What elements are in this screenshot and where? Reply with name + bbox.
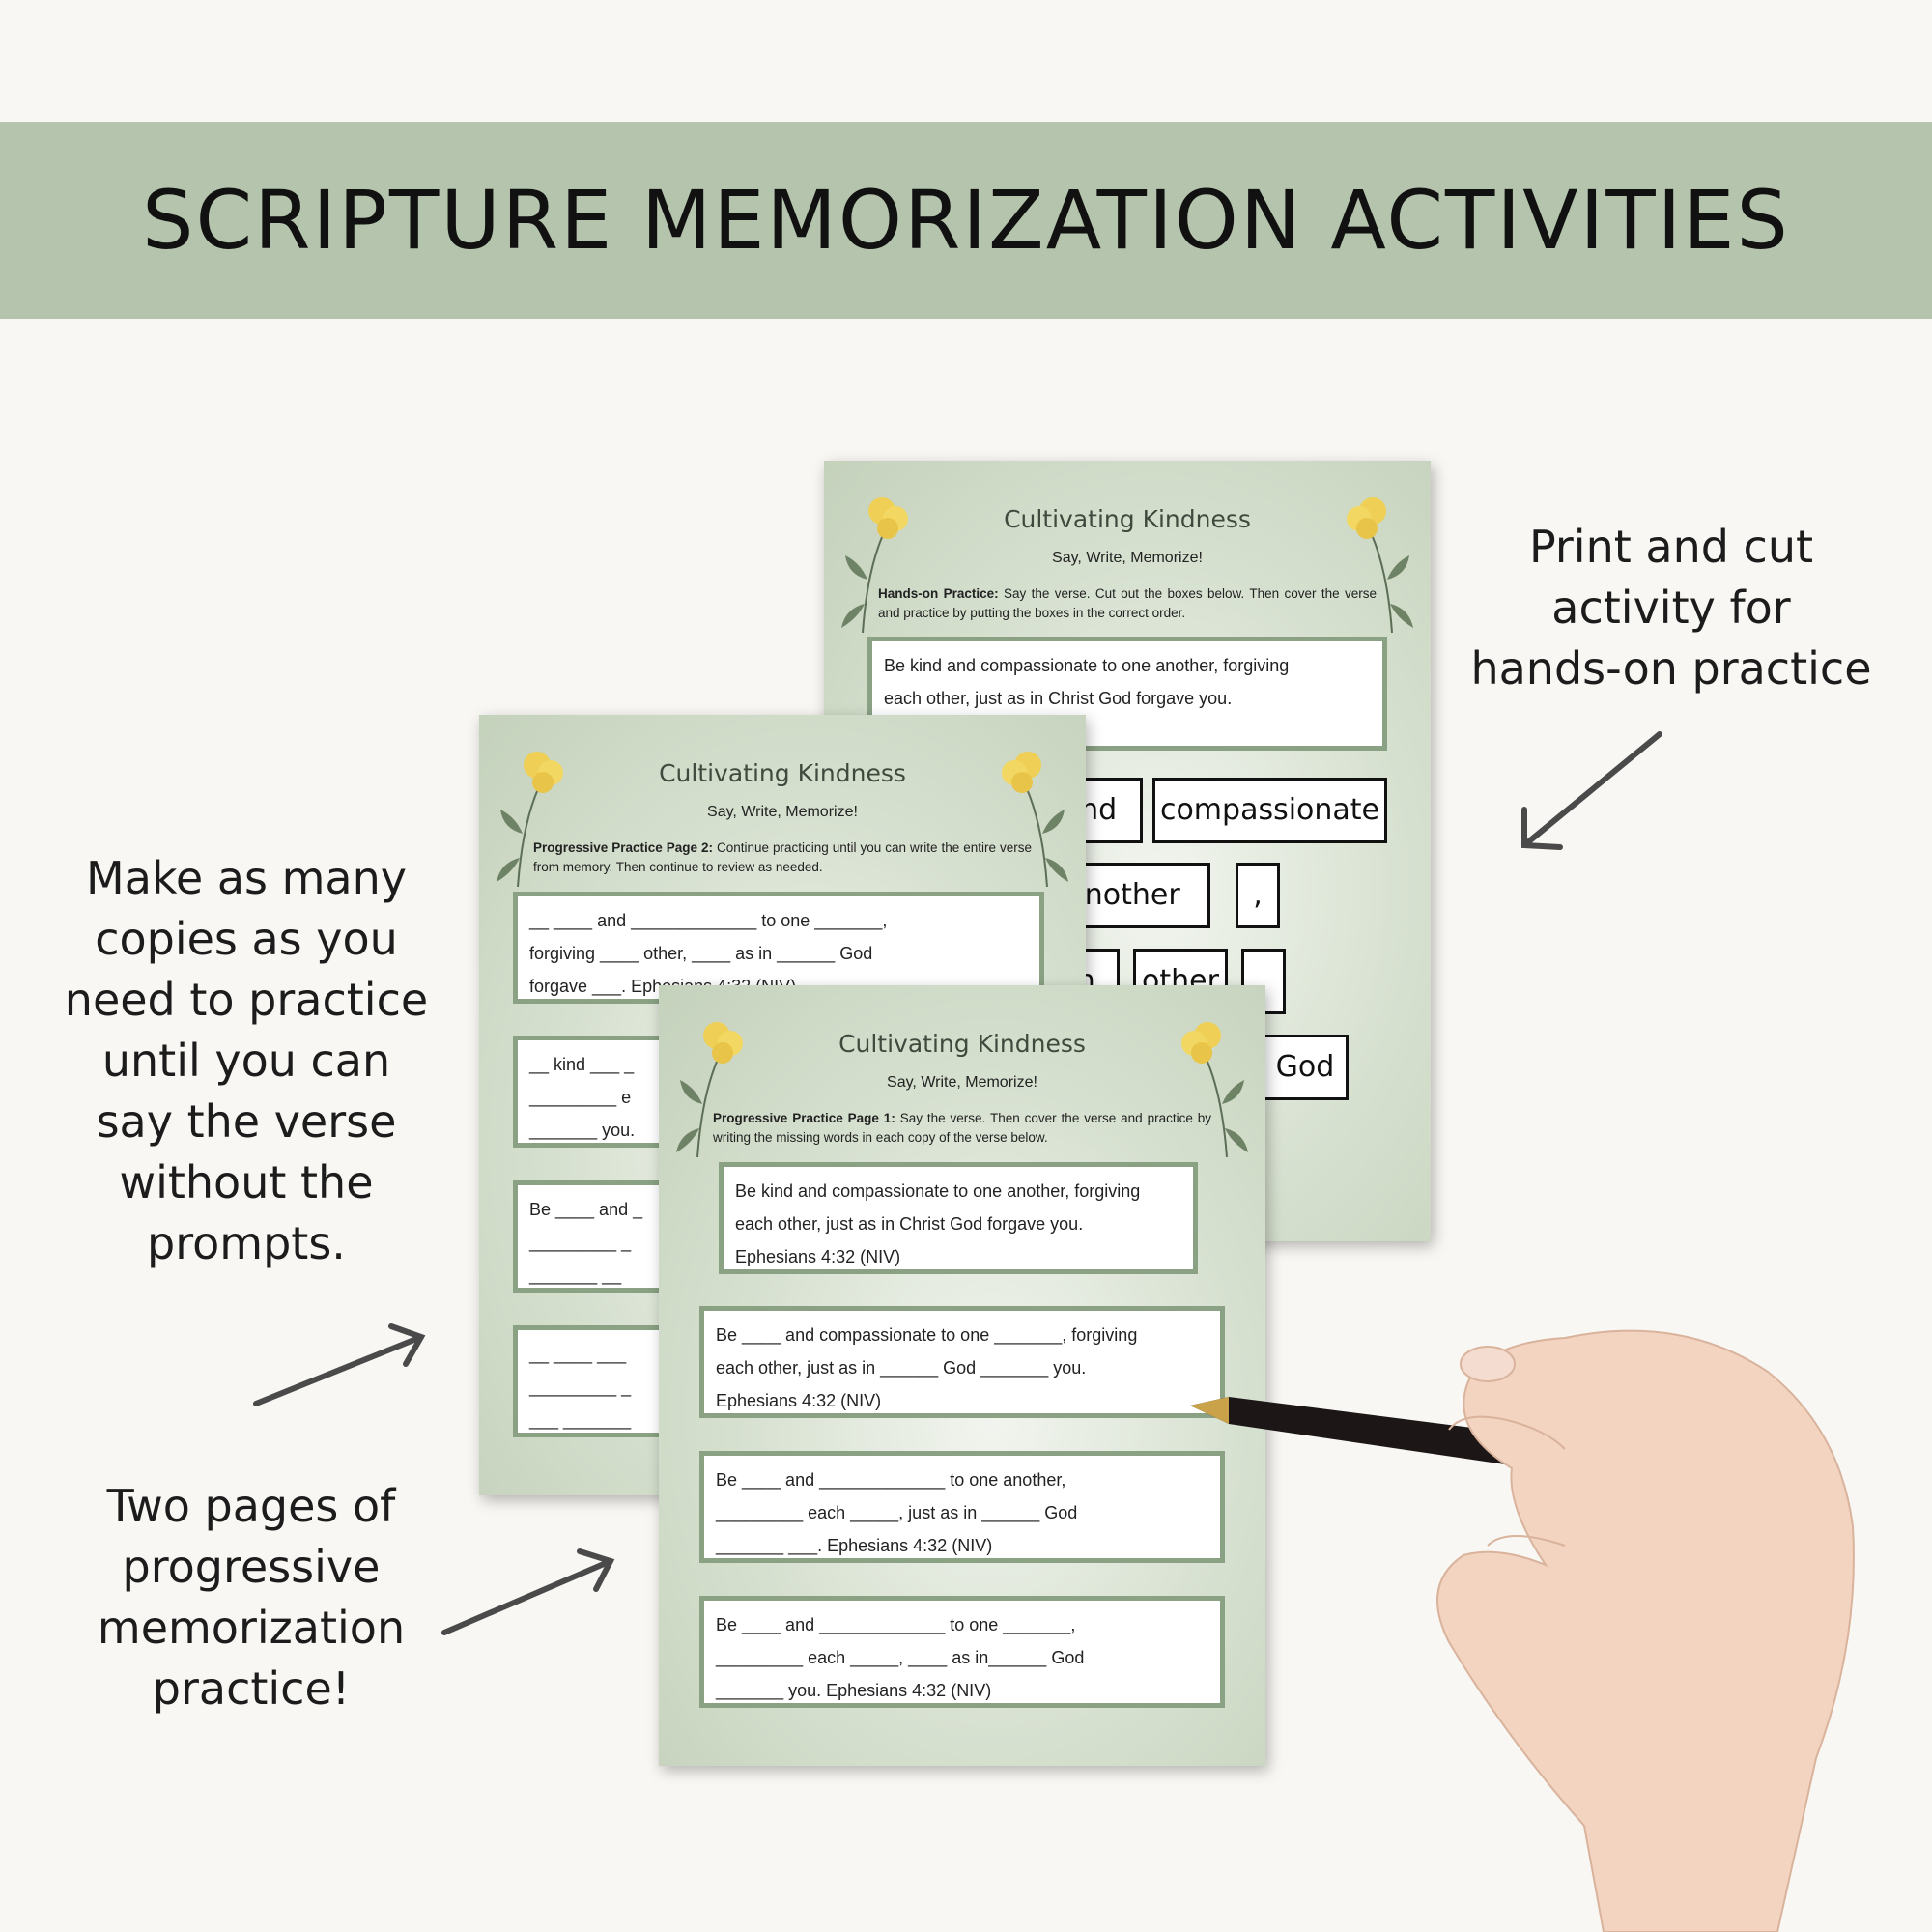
verse-line: Ephesians 4:32 (NIV) [735,1247,901,1266]
practice-line: each other, just as in ______ God ______… [716,1358,1087,1378]
practice-line: _______ ___. Ephesians 4:32 (NIV) [716,1536,993,1555]
title-banner: SCRIPTURE MEMORIZATION ACTIVITIES [0,122,1932,319]
practice-line: ___ _______ [529,1410,632,1430]
caption-line: Make as many [86,852,407,904]
worksheet-instructions: Progressive Practice Page 1: Say the ver… [713,1109,1211,1148]
verse-box: Be kind and compassionate to one another… [719,1162,1198,1274]
instruction-text: Say the verse. Then cover the verse and … [713,1111,1211,1145]
practice-line: forgiving ____ other, ____ as in ______ … [529,944,873,963]
practice-box[interactable]: __ ____ and _____________ to one _______… [513,892,1044,1004]
word-tile[interactable]: compassionate [1152,778,1387,843]
hand-icon [1436,1329,1855,1932]
caption-line: prompts. [147,1217,346,1269]
arrow-icon [253,1323,426,1406]
practice-box[interactable]: Be ____ and compassionate to one _______… [699,1306,1225,1418]
practice-line: _______ you. Ephesians 4:32 (NIV) [716,1681,992,1700]
worksheet-instructions: Hands-on Practice: Say the verse. Cut ou… [878,584,1377,623]
caption-make-copies: Make as many copies as you need to pract… [39,848,454,1274]
worksheet-subtitle: Say, Write, Memorize! [1052,550,1203,566]
caption-line: without the [119,1156,374,1208]
practice-line: __ kind ___ _ [529,1055,635,1074]
practice-line: __ ____ and _____________ to one _______… [529,911,888,930]
caption-line: Two pages of [106,1480,396,1532]
practice-line: _________ each _____, ____ as in______ G… [716,1648,1085,1667]
practice-line: Be ____ and _ [529,1200,643,1219]
flower-icon [1181,1022,1248,1157]
worksheet-subtitle: Say, Write, Memorize! [887,1074,1037,1091]
caption-line: practice! [152,1662,351,1715]
instruction-label: Progressive Practice Page 2: [533,840,714,855]
worksheet-title: Cultivating Kindness [659,759,906,787]
practice-line: Be ____ and _____________ to one _______… [716,1615,1076,1634]
caption-line: activity for [1551,582,1791,634]
caption-line: say the verse [96,1095,397,1148]
arrow-icon [1521,731,1662,850]
word-tile[interactable]: , [1236,863,1280,928]
caption-line: Print and cut [1528,521,1814,573]
verse-line: Be kind and compassionate to one another… [735,1181,1141,1201]
practice-line: __ ____ ___ [529,1345,627,1364]
worksheet-title: Cultivating Kindness [1004,505,1251,533]
caption-line: need to practice [64,974,429,1026]
practice-line: _______ you. [529,1121,636,1140]
worksheet-title: Cultivating Kindness [838,1030,1086,1058]
practice-line: _________ _ [529,1233,632,1252]
flower-icon [676,1022,743,1157]
verse-line: each other, just as in Christ God forgav… [735,1214,1084,1234]
instruction-text: Say the verse. Cut out the boxes below. … [878,586,1378,620]
practice-line: Be ____ and compassionate to one _______… [716,1325,1138,1345]
worksheet-subtitle: Say, Write, Memorize! [707,804,858,820]
caption-print-and-cut: Print and cut activity for hands-on prac… [1449,517,1893,699]
flower-icon [841,497,908,633]
flower-icon [497,752,563,887]
practice-line: _______ __ [529,1265,622,1285]
practice-line: Ephesians 4:32 (NIV) [716,1391,882,1410]
flower-icon [1002,752,1068,887]
instruction-label: Hands-on Practice: [878,586,999,601]
verse-line: Be kind and compassionate to one another… [884,656,1290,675]
practice-line: _________ _ [529,1378,632,1397]
practice-box[interactable]: Be ____ and _____________ to one _______… [699,1596,1225,1708]
practice-line: _________ each _____, just as in ______ … [716,1503,1078,1522]
instruction-label: Progressive Practice Page 1: [713,1111,895,1125]
practice-line: _________ e [529,1088,632,1107]
caption-line: until you can [101,1035,391,1087]
page-title: SCRIPTURE MEMORIZATION ACTIVITIES [142,173,1790,268]
practice-line: Be ____ and _____________ to one another… [716,1470,1066,1490]
worksheet-instructions: Progressive Practice Page 2: Continue pr… [533,838,1032,877]
worksheet-progressive-page-1: Cultivating Kindness Say, Write, Memoriz… [659,985,1265,1766]
caption-line: copies as you [95,913,398,965]
instruction-text: Continue practicing until you can write … [533,840,1032,874]
practice-box[interactable]: Be ____ and _____________ to one another… [699,1451,1225,1563]
pen-icon [1190,1397,1796,1512]
caption-line: progressive [122,1541,381,1593]
word-tile[interactable]: God [1262,1035,1349,1100]
caption-line: memorization [97,1602,406,1654]
arrow-icon [441,1548,615,1635]
caption-line: hands-on practice [1470,642,1872,695]
verse-line: each other, just as in Christ God forgav… [884,689,1233,708]
caption-two-pages: Two pages of progressive memorization pr… [68,1476,435,1719]
flower-icon [1347,497,1413,633]
